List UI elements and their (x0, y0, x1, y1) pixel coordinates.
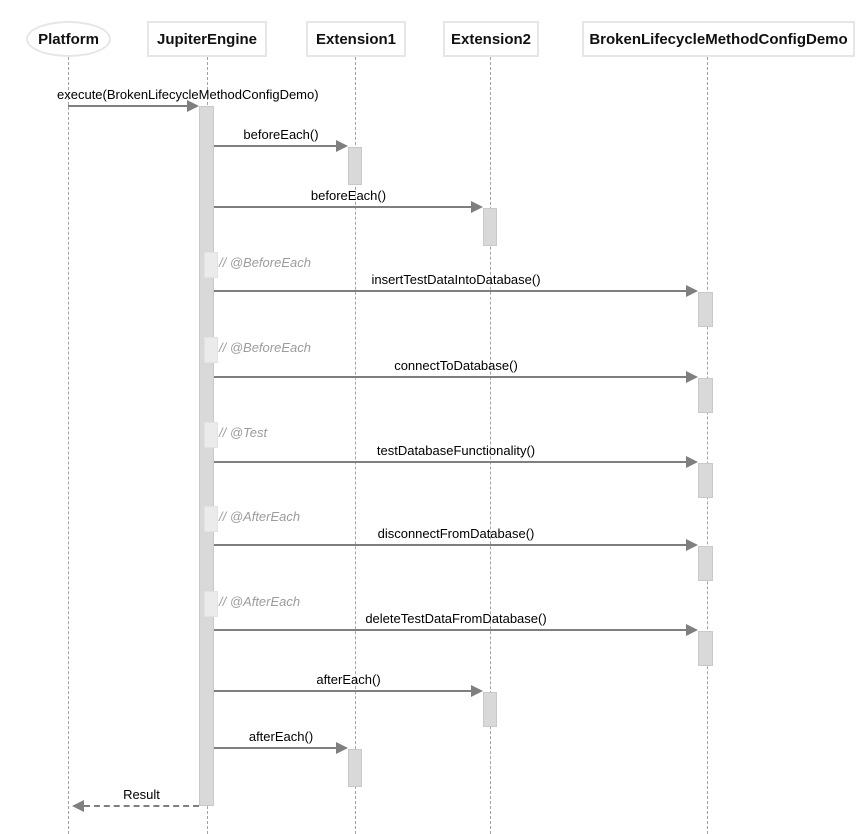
message-line (214, 747, 337, 749)
comment-marker (204, 422, 218, 448)
message-label: connectToDatabase() (394, 358, 518, 373)
message-label: beforeEach() (310, 188, 387, 203)
arrowhead-icon (686, 371, 698, 383)
activation-demo-insert (698, 292, 713, 327)
arrowhead-icon (686, 624, 698, 636)
message-label: afterEach() (248, 729, 314, 744)
activation-demo-delete (698, 631, 713, 666)
comment-marker (204, 506, 218, 532)
lifeline-extension1 (355, 57, 356, 834)
activation-extension2-aftereach (483, 692, 497, 727)
message-line (68, 105, 188, 107)
comment-beforeeach-2: // @BeforeEach (219, 340, 311, 355)
message-line (214, 376, 687, 378)
message-label: deleteTestDataFromDatabase() (365, 611, 547, 626)
arrowhead-icon (686, 456, 698, 468)
arrowhead-icon (686, 285, 698, 297)
lifeline-brokenlifecyclemethodconfigdemo (707, 57, 708, 834)
message-label: afterEach() (316, 672, 381, 687)
arrowhead-icon (336, 140, 348, 152)
message-label: insertTestDataIntoDatabase() (371, 272, 541, 287)
participant-brokenlifecyclemethodconfigdemo: BrokenLifecycleMethodConfigDemo (582, 21, 855, 57)
message-line (214, 544, 687, 546)
comment-marker (204, 252, 218, 278)
participant-label: Extension2 (450, 30, 532, 48)
message-label: Result (123, 787, 160, 802)
message-label: disconnectFromDatabase() (377, 526, 535, 541)
message-label: execute(BrokenLifecycleMethodConfigDemo) (57, 87, 319, 102)
message-line (214, 290, 687, 292)
message-line (214, 206, 472, 208)
arrowhead-icon (187, 100, 199, 112)
message-line (214, 629, 687, 631)
comment-marker (204, 337, 218, 363)
activation-extension2-beforeeach (483, 208, 497, 246)
message-label: beforeEach() (243, 127, 319, 142)
activation-jupiterengine (199, 106, 214, 806)
activation-demo-test (698, 463, 713, 498)
activation-demo-disconnect (698, 546, 713, 581)
participant-label: Extension1 (315, 30, 397, 48)
message-line (214, 461, 687, 463)
lifeline-extension2 (490, 57, 491, 834)
participant-extension1: Extension1 (306, 21, 406, 57)
message-line (214, 145, 337, 147)
arrowhead-icon (471, 685, 483, 697)
participant-label: BrokenLifecycleMethodConfigDemo (589, 30, 848, 48)
message-line (214, 690, 472, 692)
message-line (84, 805, 199, 807)
activation-extension1-beforeeach (348, 147, 362, 185)
participant-jupiterengine: JupiterEngine (147, 21, 267, 57)
arrowhead-icon (471, 201, 483, 213)
comment-beforeeach-1: // @BeforeEach (219, 255, 311, 270)
activation-demo-connect (698, 378, 713, 413)
comment-aftereach-1: // @AfterEach (219, 509, 301, 524)
arrowhead-icon (336, 742, 348, 754)
participant-label: JupiterEngine (156, 30, 257, 48)
lifeline-platform (68, 57, 69, 834)
comment-test: // @Test (219, 425, 268, 440)
message-label: testDatabaseFunctionality() (376, 443, 536, 458)
participant-platform: Platform (26, 21, 111, 57)
participant-label: Platform (38, 30, 99, 48)
activation-extension1-aftereach (348, 749, 362, 787)
arrowhead-icon (72, 800, 84, 812)
arrowhead-icon (686, 539, 698, 551)
comment-marker (204, 591, 218, 617)
comment-aftereach-2: // @AfterEach (219, 594, 301, 609)
participant-extension2: Extension2 (443, 21, 539, 57)
